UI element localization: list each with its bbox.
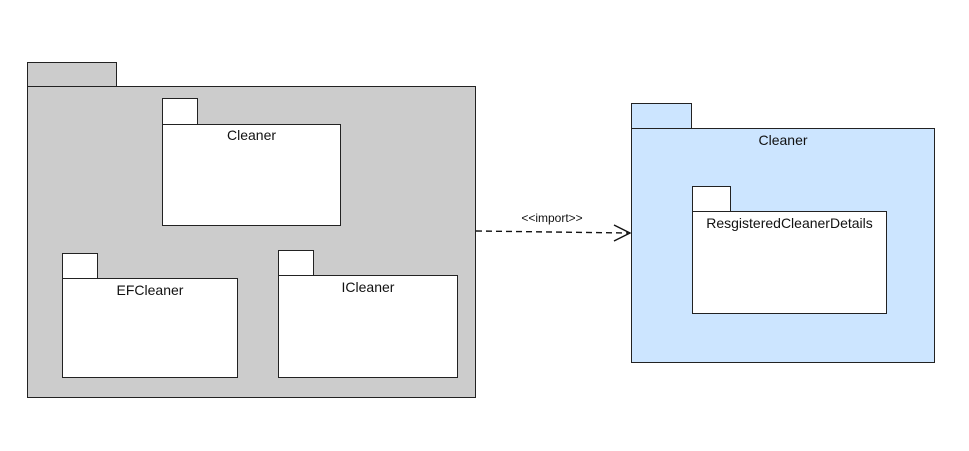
import-dependency-line bbox=[475, 230, 629, 234]
import-dependency-arrowhead bbox=[613, 224, 632, 242]
right-child-details-label: ResgisteredCleanerDetails bbox=[706, 215, 873, 231]
left-child-cleaner-label: Cleaner bbox=[226, 127, 277, 143]
right-package-label: Cleaner bbox=[758, 132, 808, 148]
left-child-cleaner bbox=[162, 124, 341, 226]
left-child-icleaner-tab bbox=[278, 250, 314, 276]
left-child-icleaner bbox=[278, 275, 458, 378]
left-child-efcleaner-label: EFCleaner bbox=[116, 282, 184, 298]
left-child-efcleaner bbox=[62, 278, 238, 378]
import-stereotype-label: <<import>> bbox=[521, 211, 583, 225]
left-child-icleaner-label: ICleaner bbox=[341, 279, 395, 295]
right-child-details bbox=[692, 211, 887, 314]
